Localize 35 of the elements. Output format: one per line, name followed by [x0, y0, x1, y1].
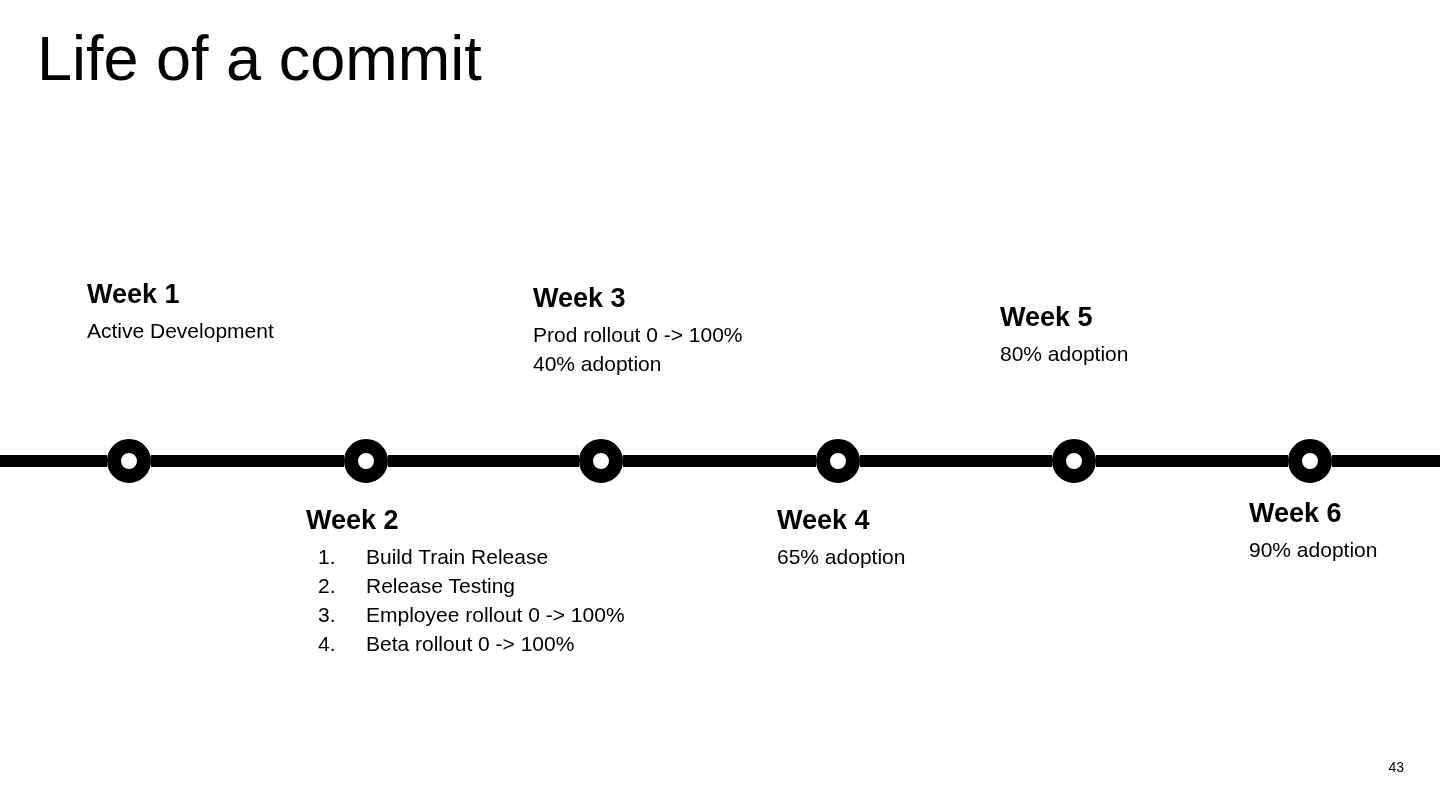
timeline-line — [1332, 455, 1440, 467]
page-number: 43 — [1388, 758, 1404, 776]
list-item: Beta rollout 0 -> 100% — [366, 631, 576, 657]
list-item: Build Train Release — [366, 544, 550, 570]
week-description: 80% adoption — [1000, 341, 1129, 367]
timeline-line — [1096, 455, 1288, 467]
timeline-marker — [816, 439, 860, 483]
week-description: 40% adoption — [533, 351, 663, 377]
timeline-marker — [344, 439, 388, 483]
list-number: 2. — [318, 573, 337, 599]
week-heading: Week 1 — [87, 278, 181, 311]
list-number: 1. — [318, 544, 337, 570]
week-heading: Week 3 — [533, 282, 627, 315]
week-description: 90% adoption — [1249, 537, 1378, 563]
week-description: 65% adoption — [777, 544, 906, 570]
timeline-line — [623, 455, 816, 467]
timeline-line — [388, 455, 579, 467]
week-heading: Week 4 — [777, 504, 871, 537]
week-heading: Week 6 — [1249, 497, 1343, 530]
timeline-line — [151, 455, 344, 467]
list-item: Employee rollout 0 -> 100% — [366, 602, 625, 628]
list-number: 4. — [318, 631, 337, 657]
timeline-line — [860, 455, 1052, 467]
timeline-marker — [1052, 439, 1096, 483]
timeline-marker — [107, 439, 151, 483]
timeline-line — [0, 455, 107, 467]
timeline-marker — [1288, 439, 1332, 483]
week-heading: Week 2 — [306, 504, 400, 537]
week-description: Prod rollout 0 -> 100% — [533, 322, 743, 348]
week-heading: Week 5 — [1000, 301, 1094, 334]
week-description: Active Development — [87, 318, 274, 344]
timeline-marker — [579, 439, 623, 483]
slide-title: Life of a commit — [37, 22, 482, 94]
list-item: Release Testing — [366, 573, 517, 599]
list-number: 3. — [318, 602, 337, 628]
